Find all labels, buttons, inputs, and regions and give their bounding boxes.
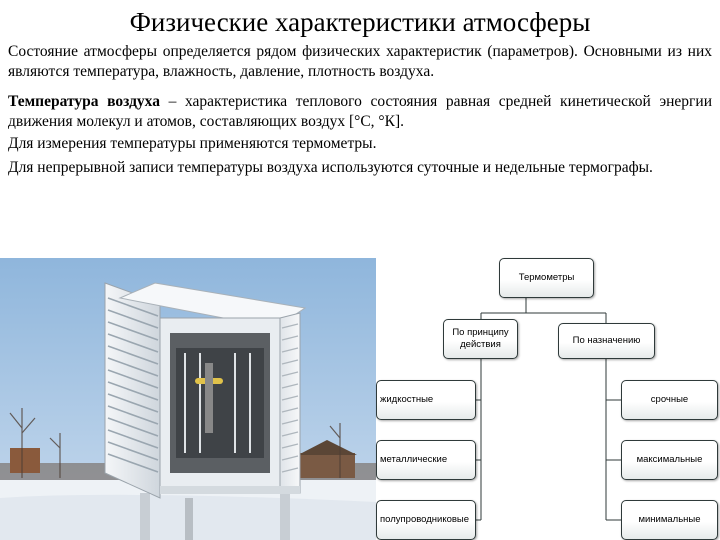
node-thermometers: Термометры [499, 258, 594, 298]
node-liquid: жидкостные [376, 380, 476, 420]
paragraph-thermometers: Для измерения температуры применяются те… [8, 135, 377, 152]
definition-text: – характеристика теплового состояния рав… [8, 93, 712, 130]
node-metallic: металлические [376, 440, 476, 480]
thermometer-classification-diagram: Термометры По принципу действия По назна… [376, 255, 720, 540]
weather-booth-illustration [0, 258, 376, 540]
term-air-temperature: Температура воздуха [8, 93, 160, 110]
paragraph-temperature-definition: Температура воздуха – характеристика теп… [8, 92, 712, 131]
paragraph-intro: Состояние атмосферы определяется рядом ф… [8, 43, 712, 80]
node-by-principle: По принципу действия [443, 319, 518, 359]
diagram-connectors [476, 298, 621, 521]
node-maximum: максимальные [621, 440, 718, 480]
slide-title: Физические характеристики атмосферы [129, 7, 591, 37]
node-semiconductor: полупроводниковые [376, 500, 476, 540]
paragraph-thermographs: Для непрерывной записи температуры возду… [8, 159, 653, 176]
node-urgent: срочные [621, 380, 718, 420]
node-by-purpose: По назначению [558, 323, 655, 359]
weather-booth-photo [0, 258, 376, 540]
node-minimum: минимальные [621, 500, 718, 540]
